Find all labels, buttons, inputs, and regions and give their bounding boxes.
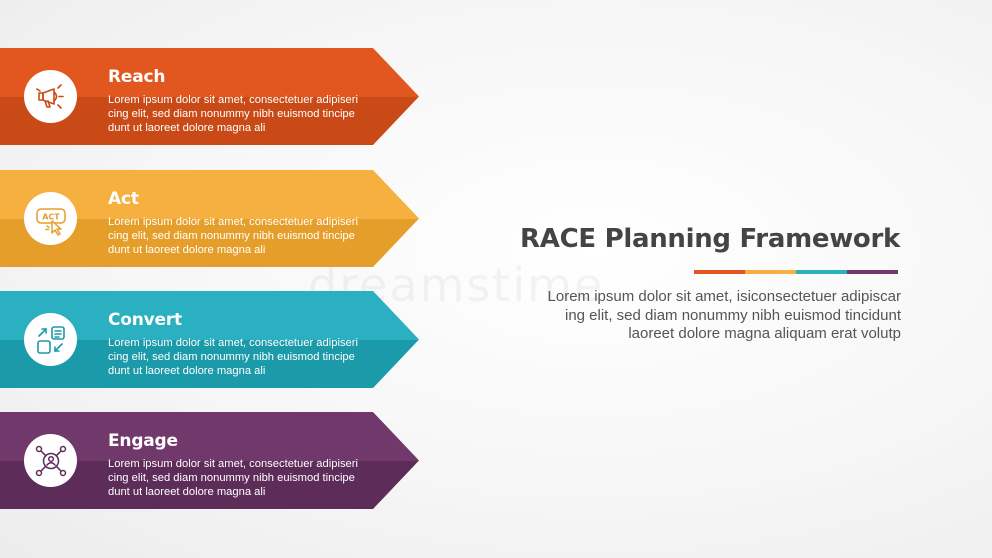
item-description: Lorem ipsum dolor sit amet, consectetuer… <box>108 94 358 134</box>
underline-segment-reach <box>694 270 745 274</box>
item-title: Reach <box>108 67 166 87</box>
item-title: Engage <box>108 431 178 451</box>
item-description: Lorem ipsum dolor sit amet, consectetuer… <box>108 216 358 256</box>
underline-segment-convert <box>796 270 847 274</box>
icon-circle <box>24 313 77 366</box>
megaphone-icon <box>35 83 64 109</box>
icon-circle <box>24 434 77 487</box>
arrow-engage: Engage Lorem ipsum dolor sit amet, conse… <box>0 412 419 509</box>
icon-circle <box>24 70 77 123</box>
arrow-convert: Convert Lorem ipsum dolor sit amet, cons… <box>0 291 419 388</box>
arrow-reach: Reach Lorem ipsum dolor sit amet, consec… <box>0 48 419 145</box>
page-title: RACE Planning Framework <box>520 224 900 254</box>
title-underline <box>694 270 898 274</box>
item-description: Lorem ipsum dolor sit amet, consectetuer… <box>108 458 358 498</box>
network-user-icon <box>35 445 66 476</box>
item-title: Convert <box>108 310 182 330</box>
main-description: Lorem ipsum dolor sit amet, isiconsectet… <box>547 288 901 342</box>
underline-segment-engage <box>847 270 898 274</box>
item-description: Lorem ipsum dolor sit amet, consectetuer… <box>108 337 358 377</box>
item-title: Act <box>108 189 139 209</box>
arrow-act: ACT Act Lorem ipsum dolor sit amet, cons… <box>0 170 419 267</box>
underline-segment-act <box>745 270 796 274</box>
icon-circle: ACT <box>24 192 77 245</box>
convert-icon <box>36 325 65 354</box>
act-cursor-icon: ACT <box>35 207 66 236</box>
icon-label: ACT <box>42 212 60 221</box>
